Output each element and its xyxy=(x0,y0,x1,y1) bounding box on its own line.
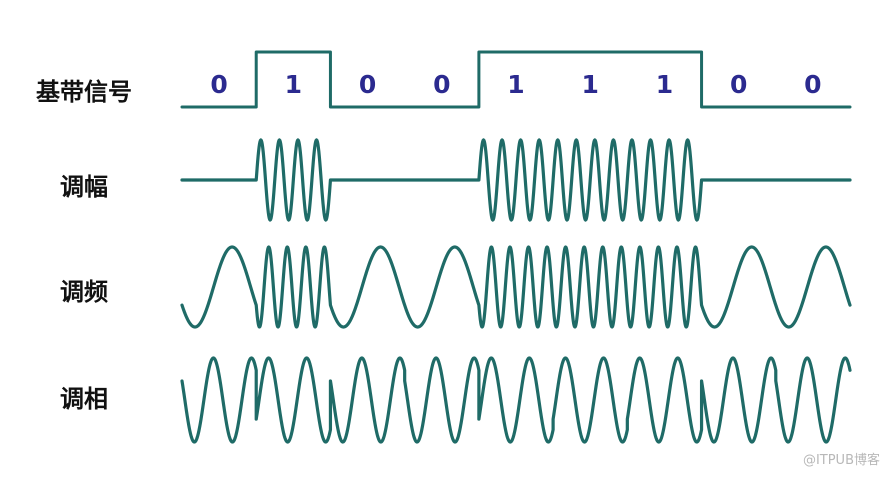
bit-label: 1 xyxy=(655,70,674,99)
bit-label: 1 xyxy=(284,70,303,99)
label-fm: 调频 xyxy=(60,278,108,306)
fm-signal-wave xyxy=(180,245,852,329)
bit-label: 1 xyxy=(581,70,599,99)
pm-signal-wave xyxy=(180,356,852,444)
bit-label: 1 xyxy=(507,70,525,99)
baseband-signal-line xyxy=(180,50,852,109)
bit-label: 0 xyxy=(358,70,377,99)
bit-label: 0 xyxy=(804,70,822,99)
label-pm: 调相 xyxy=(60,385,108,413)
label-am: 调幅 xyxy=(60,173,108,201)
bit-label: 0 xyxy=(433,70,451,99)
bit-label: 0 xyxy=(210,70,228,99)
bit-label: 0 xyxy=(729,70,748,99)
label-baseband: 基带信号 xyxy=(36,78,132,106)
am-signal-wave xyxy=(180,138,852,222)
watermark: @ITPUB博客 xyxy=(802,453,880,468)
